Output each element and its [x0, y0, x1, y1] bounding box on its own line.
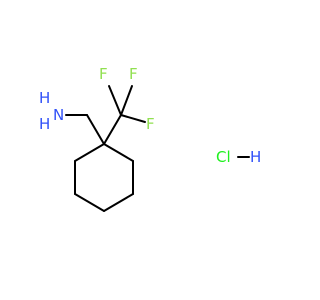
hydrogen-label-amine-1: H — [39, 89, 51, 107]
ch2-bond — [86, 114, 105, 145]
cf-bond-3 — [120, 114, 146, 123]
cf3-carbon-bond — [103, 114, 122, 145]
cf-bond-2 — [120, 85, 133, 116]
fluorine-label-3: F — [146, 115, 155, 133]
ring-bond-6 — [74, 143, 105, 162]
hydrogen-label-amine-2: H — [39, 115, 51, 133]
structure-diagram: H N H F F F Cl H — [39, 65, 262, 212]
hydrogen-label-hcl: H — [250, 148, 262, 166]
ring-bond-1 — [103, 143, 134, 162]
cf-bond-1 — [108, 85, 122, 116]
ring-bond-4 — [74, 193, 105, 212]
fluorine-label-1: F — [99, 65, 108, 83]
chlorine-label: Cl — [216, 148, 231, 166]
bond-layer — [65, 85, 250, 212]
ring-bond-3 — [103, 193, 134, 212]
nitrogen-label: N — [53, 106, 65, 124]
fluorine-label-2: F — [129, 65, 138, 83]
